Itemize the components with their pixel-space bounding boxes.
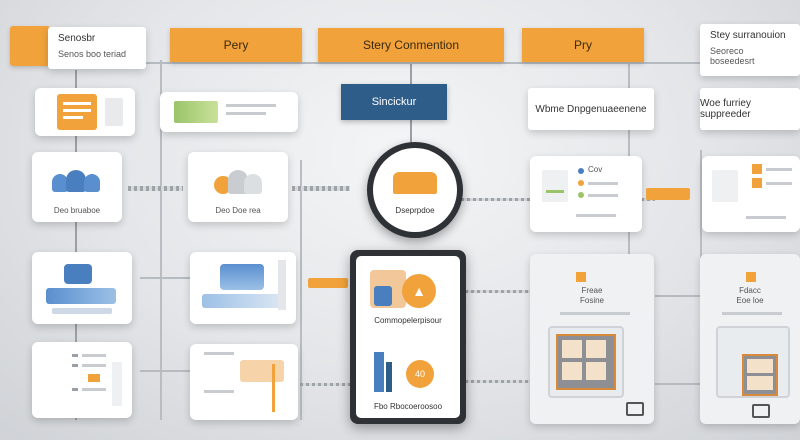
monitor-icon bbox=[220, 264, 264, 290]
process-card[interactable] bbox=[190, 344, 298, 420]
top-right-tag[interactable]: Stey surranouion Seoreco boseedesrt bbox=[700, 24, 800, 76]
far-right-detail-card[interactable] bbox=[702, 156, 800, 232]
tag-stery-conmention[interactable]: Stery Conmention bbox=[318, 28, 504, 62]
document-icon bbox=[57, 94, 97, 130]
orange-square-marker bbox=[10, 26, 50, 66]
center-circle-caption: Dseprpdoe bbox=[395, 206, 435, 215]
orange-connector bbox=[308, 278, 348, 288]
connector-line bbox=[130, 62, 700, 64]
center-circle[interactable]: Dseprpdoe bbox=[367, 142, 463, 238]
flag-icon bbox=[88, 374, 100, 382]
center-banner[interactable]: Sincickur bbox=[341, 84, 447, 120]
gauge-icon: 40 bbox=[406, 360, 434, 388]
device-icon bbox=[752, 404, 770, 418]
far-right-label-card[interactable]: Woe furriey suppreeder bbox=[700, 88, 800, 130]
top-left-tag[interactable]: Senosbr Senos boo teriad bbox=[48, 27, 146, 69]
far-right-device[interactable]: Fdacc Eoe loe bbox=[700, 254, 800, 424]
document-icon bbox=[542, 170, 568, 202]
connector-line bbox=[160, 60, 162, 420]
connector-line bbox=[655, 295, 700, 297]
connector-line bbox=[140, 277, 190, 279]
process-icon bbox=[240, 360, 284, 382]
top-left-tag-subtitle: Senos boo teriad bbox=[58, 49, 127, 59]
center-device-bottom-caption: Fbo Rbocoeroosoo bbox=[373, 402, 443, 411]
people-card-caption: Deo bruaboe bbox=[53, 206, 101, 215]
people-card[interactable]: Deo bruaboe bbox=[32, 152, 122, 222]
right-device[interactable]: Freae Fosine bbox=[530, 254, 654, 424]
chart-icon bbox=[174, 101, 218, 123]
office-card[interactable] bbox=[190, 252, 296, 324]
team-card-caption: Deo Doe rea bbox=[215, 206, 261, 215]
right-device-caption-2: Fosine bbox=[579, 296, 604, 305]
person-icon bbox=[370, 270, 406, 308]
center-device-caption: Commopelerpisour bbox=[374, 316, 442, 325]
team-card[interactable]: Deo Doe rea bbox=[188, 152, 288, 222]
group-icon bbox=[52, 168, 102, 194]
connector-rope bbox=[300, 383, 350, 386]
content-panel bbox=[716, 326, 790, 398]
detail-card[interactable]: Cov bbox=[530, 156, 642, 232]
report-card[interactable] bbox=[32, 342, 132, 418]
device-icon bbox=[626, 402, 644, 416]
orange-connector bbox=[646, 188, 690, 200]
detail-card-label: Cov bbox=[588, 165, 603, 174]
connector-line bbox=[140, 370, 190, 372]
workstation-card[interactable] bbox=[32, 252, 132, 324]
far-right-device-caption-1: Fdacc bbox=[739, 286, 761, 295]
content-panel bbox=[548, 326, 624, 398]
right-device-caption-1: Freae bbox=[581, 286, 603, 295]
tag-pery[interactable]: Pery bbox=[170, 28, 302, 62]
connector-line bbox=[75, 70, 77, 420]
right-label-card[interactable]: Wbme Dnpgenuaeenene bbox=[528, 88, 654, 130]
monitor-icon bbox=[64, 264, 92, 284]
connector-line bbox=[300, 160, 302, 420]
chart-card[interactable] bbox=[160, 92, 298, 132]
finance-card[interactable] bbox=[35, 88, 135, 136]
group-icon bbox=[393, 172, 437, 194]
desk-icon bbox=[46, 288, 116, 304]
far-right-device-caption-2: Eoe loe bbox=[736, 296, 764, 305]
top-right-tag-subtitle: Seoreco boseedesrt bbox=[710, 46, 755, 66]
team-icon bbox=[214, 166, 262, 196]
desk-icon bbox=[202, 294, 282, 308]
top-left-tag-title: Senosbr bbox=[58, 33, 96, 44]
chart-icon: ▲ bbox=[402, 274, 436, 308]
connector-rope bbox=[465, 380, 535, 383]
document-icon bbox=[712, 170, 738, 202]
tag-pry[interactable]: Pry bbox=[522, 28, 644, 62]
center-device[interactable]: ▲ Commopelerpisour 40 Fbo Rbocoeroosoo bbox=[350, 250, 466, 424]
connector-rope bbox=[128, 186, 183, 191]
top-right-tag-title: Stey surranouion bbox=[710, 30, 786, 41]
bar-chart-icon bbox=[374, 352, 384, 392]
connector-line bbox=[655, 383, 700, 385]
connector-line bbox=[628, 60, 630, 420]
connector-rope bbox=[292, 186, 350, 191]
connector-rope bbox=[465, 290, 535, 293]
